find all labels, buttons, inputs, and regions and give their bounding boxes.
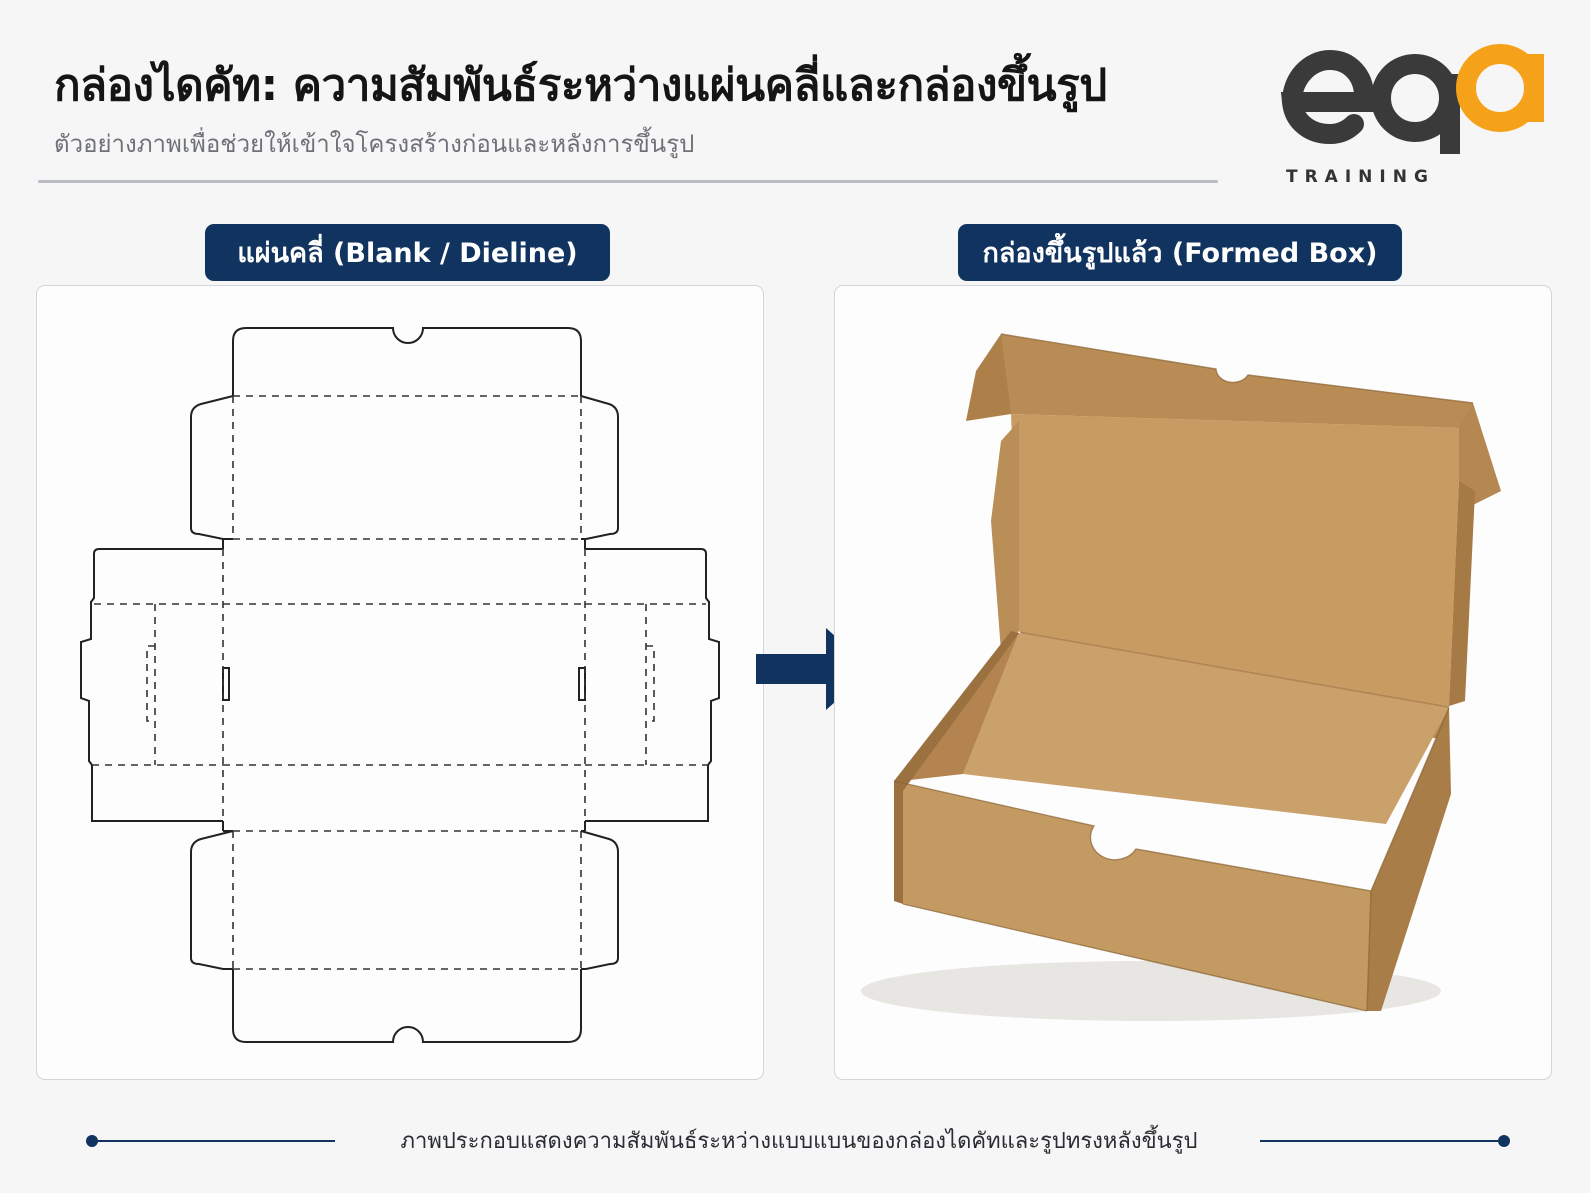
- footer-dot-left: [86, 1135, 98, 1147]
- logo-word: TRAINING: [1286, 167, 1435, 187]
- lid-left-flap: [966, 334, 1011, 421]
- top-right-flap: [580, 395, 619, 540]
- footer-dot-right: [1498, 1135, 1510, 1147]
- dieline-panel: [36, 285, 764, 1080]
- eqa-logo-mark: [1280, 44, 1544, 154]
- lid-rim: [991, 334, 1473, 428]
- left-flap: [80, 548, 223, 822]
- page-subtitle: ตัวอย่างภาพเพื่อช่วยให้เข้าใจโครงสร้างก่…: [54, 130, 695, 158]
- dieline-drawing: [80, 327, 720, 1043]
- bottom-panel-outline: [232, 969, 582, 1043]
- footer-line-right: [1260, 1140, 1504, 1142]
- eqa-logo: TRAINING: [1280, 30, 1560, 187]
- box-floor: [963, 633, 1449, 824]
- top-lid-outline: [232, 327, 582, 396]
- header-divider: [38, 180, 1218, 183]
- blank-label-badge: แผ่นคลี่ (Blank / Dieline): [205, 224, 610, 281]
- lid-right-flap: [1459, 403, 1501, 506]
- top-left-flap: [190, 395, 234, 540]
- bottom-left-flap: [190, 830, 234, 970]
- bottom-right-flap: [580, 830, 619, 970]
- formed-box-label-badge: กล่องขึ้นรูปแล้ว (Formed Box): [958, 224, 1402, 281]
- right-wall: [1367, 708, 1451, 1011]
- page-title: กล่องไดคัท: ความสัมพันธ์ระหว่างแผ่นคลี่แ…: [54, 60, 1107, 111]
- formed-box-drawing: [861, 333, 1501, 1021]
- formed-box-panel: [834, 285, 1552, 1080]
- lid-inner: [1011, 414, 1459, 706]
- right-flap: [585, 548, 720, 822]
- footer-line-left: [90, 1140, 335, 1142]
- front-wall: [894, 781, 1371, 1011]
- footer-caption: ภาพประกอบแสดงความสัมพันธ์ระหว่างแบบแบนขอ…: [400, 1129, 1198, 1154]
